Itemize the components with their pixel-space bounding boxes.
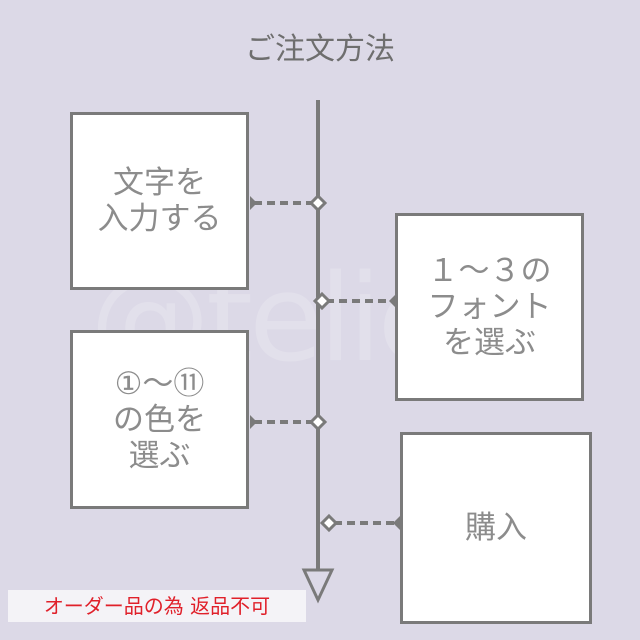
connector-4 [319, 513, 400, 533]
no-return-notice: オーダー品の為 返品不可 [8, 590, 306, 622]
diagram-title: ご注文方法 [245, 32, 395, 67]
arrow-head-icon [301, 568, 335, 604]
step-box-enter-text: 文字を 入力する [70, 112, 249, 290]
step-box-choose-color: ①～⑪ の色を 選ぶ [70, 330, 249, 509]
connector-2 [312, 291, 396, 311]
step-box-purchase: 購入 [400, 432, 592, 624]
step-box-choose-font: １～３の フォント を選ぶ [395, 213, 584, 401]
connector-3 [250, 412, 328, 432]
connector-1 [250, 193, 328, 213]
